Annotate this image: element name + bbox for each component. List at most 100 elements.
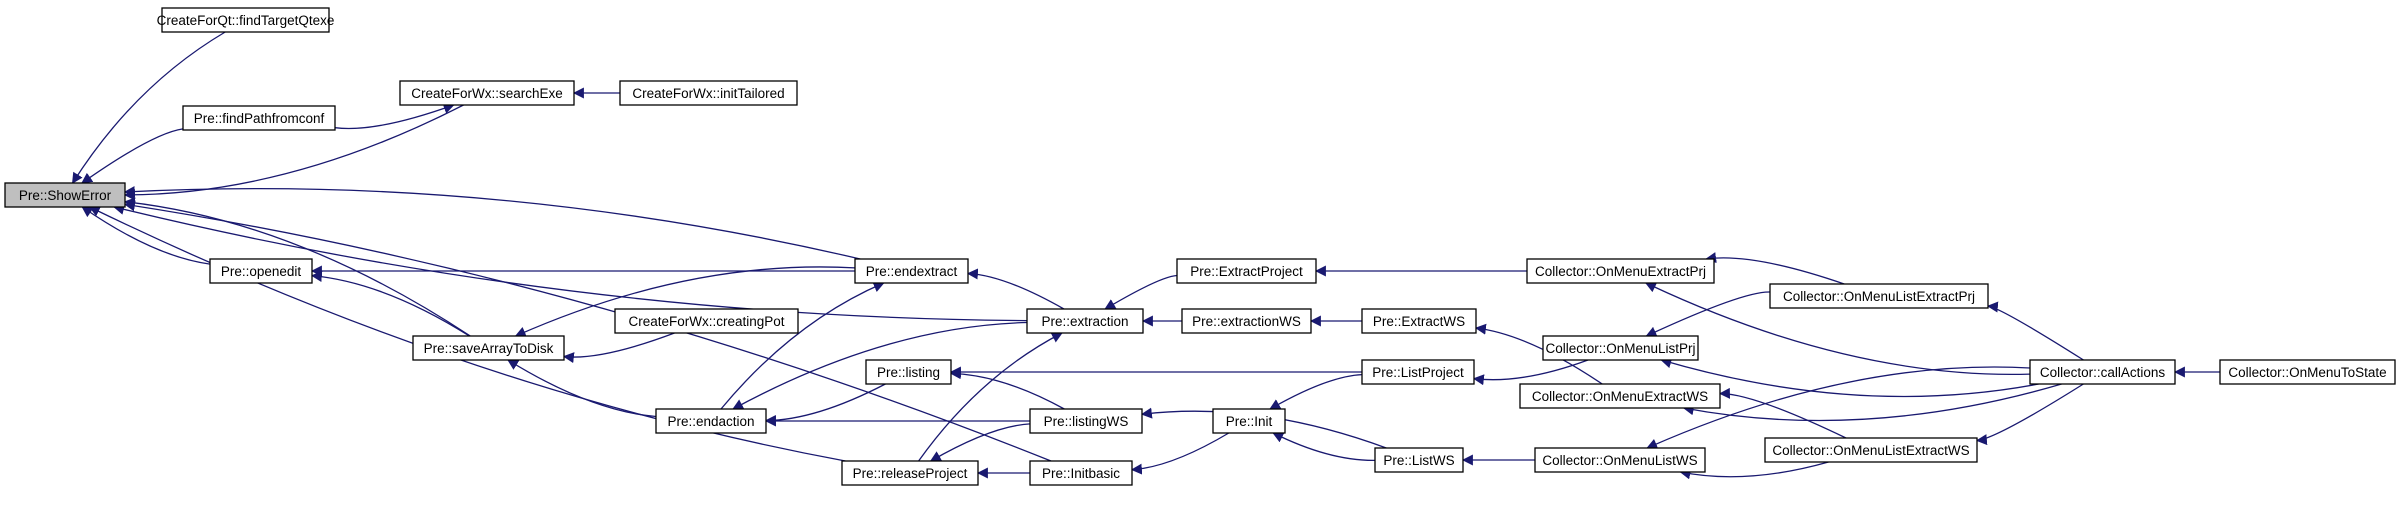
node-box-findpathfromconf[interactable]	[182, 105, 336, 131]
node-savearraytodisk[interactable]: Pre::saveArrayToDisk	[412, 335, 565, 361]
node-releaseproject[interactable]: Pre::releaseProject	[841, 460, 979, 486]
edge-extraction-to-endextract	[966, 268, 1065, 310]
edge-releaseproject-to-extraction	[918, 332, 1063, 462]
node-onmenuextractprj[interactable]: Collector::OnMenuExtractPrj	[1526, 258, 1715, 284]
edge-initbasic-to-showerror	[123, 200, 1052, 462]
node-searchexe[interactable]: CreateForWx::searchExe	[399, 80, 575, 106]
node-box-onmenuextractws[interactable]	[1519, 383, 1721, 409]
node-findtargetqtexe[interactable]: CreateForQt::findTargetQtexe	[157, 7, 335, 33]
node-listingws[interactable]: Pre::listingWS	[1029, 408, 1143, 434]
node-label-initbasic: Pre::Initbasic	[1042, 466, 1120, 481]
node-box-onmenulistprj[interactable]	[1542, 335, 1699, 361]
node-inittailored[interactable]: CreateForWx::initTailored	[619, 80, 798, 106]
node-box-extraction[interactable]	[1026, 308, 1144, 334]
node-label-onmenulistws: Collector::OnMenuListWS	[1542, 453, 1697, 468]
edge-creatingpot-to-savearraytodisk	[562, 332, 675, 364]
node-label-onmenulistextractws: Collector::OnMenuListExtractWS	[1772, 443, 1969, 458]
node-extractws[interactable]: Pre::ExtractWS	[1361, 308, 1477, 334]
node-label-extraction: Pre::extraction	[1041, 314, 1128, 329]
node-label-onmenulistprj: Collector::OnMenuListPrj	[1545, 341, 1695, 356]
node-box-initbasic[interactable]	[1029, 460, 1133, 486]
node-label-extractws: Pre::ExtractWS	[1373, 314, 1465, 329]
node-onmenulistws[interactable]: Collector::OnMenuListWS	[1534, 447, 1706, 473]
node-label-extractproject: Pre::ExtractProject	[1190, 264, 1303, 279]
node-onmenulistextractws[interactable]: Collector::OnMenuListExtractWS	[1764, 437, 1978, 463]
edge-extraction-to-showerror	[113, 203, 1028, 322]
node-box-extractionws[interactable]	[1181, 308, 1312, 334]
node-box-onmenutostate[interactable]	[2219, 359, 2396, 385]
node-box-onmenulistws[interactable]	[1534, 447, 1706, 473]
node-box-onmenuextractprj[interactable]	[1526, 258, 1715, 284]
node-endextract[interactable]: Pre::endextract	[854, 258, 969, 284]
edge-init-to-initbasic	[1130, 432, 1230, 475]
node-onmenuextractws[interactable]: Collector::OnMenuExtractWS	[1519, 383, 1721, 409]
edge-listingws-to-listing	[949, 368, 1065, 410]
node-label-savearraytodisk: Pre::saveArrayToDisk	[424, 341, 554, 356]
node-onmenulistextractprj[interactable]: Collector::OnMenuListExtractPrj	[1769, 283, 1989, 309]
node-box-extractproject[interactable]	[1176, 258, 1317, 284]
node-box-init[interactable]	[1212, 408, 1286, 434]
node-box-callactions[interactable]	[2029, 359, 2176, 385]
node-box-releaseproject[interactable]	[841, 460, 979, 486]
node-label-onmenulistextractprj: Collector::OnMenuListExtractPrj	[1783, 289, 1975, 304]
node-box-listing[interactable]	[865, 359, 952, 385]
node-listproject[interactable]: Pre::ListProject	[1361, 359, 1475, 385]
edge-onmenulistprj-to-listproject	[1472, 359, 1589, 386]
node-callactions[interactable]: Collector::callActions	[2029, 359, 2176, 385]
node-listing[interactable]: Pre::listing	[865, 359, 952, 385]
node-label-showerror: Pre::ShowError	[19, 188, 112, 203]
nodes-layer: Pre::ShowError CreateForQt::findTargetQte…	[4, 7, 2396, 486]
node-showerror[interactable]: Pre::ShowError	[4, 182, 126, 208]
node-box-findtargetqtexe[interactable]	[161, 7, 330, 33]
node-label-searchexe: CreateForWx::searchExe	[411, 86, 563, 101]
node-endaction[interactable]: Pre::endaction	[655, 408, 767, 434]
node-box-onmenulistextractprj[interactable]	[1769, 283, 1989, 309]
node-onmenulistprj[interactable]: Collector::OnMenuListPrj	[1542, 335, 1699, 361]
edge-searchexe-to-showerror	[123, 104, 464, 201]
edge-listproject-to-init	[1269, 373, 1363, 410]
node-init[interactable]: Pre::Init	[1212, 408, 1286, 434]
node-label-openedit: Pre::openedit	[221, 264, 302, 279]
node-label-onmenutostate: Collector::OnMenuToState	[2228, 365, 2386, 380]
edges-layer	[72, 31, 2220, 480]
edge-extraction-to-endaction	[732, 321, 1028, 410]
edge-listingws-to-releaseproject	[929, 423, 1031, 462]
node-label-listws: Pre::ListWS	[1383, 453, 1454, 468]
node-extractionws[interactable]: Pre::extractionWS	[1181, 308, 1312, 334]
edge-onmenuextractws-to-extractws	[1474, 323, 1603, 385]
node-box-openedit[interactable]	[209, 258, 313, 284]
edge-endextract-to-savearraytodisk	[514, 266, 856, 338]
node-box-searchexe[interactable]	[399, 80, 575, 106]
node-label-releaseproject: Pre::releaseProject	[853, 466, 968, 481]
node-extractproject[interactable]: Pre::ExtractProject	[1176, 258, 1317, 284]
node-label-inittailored: CreateForWx::initTailored	[632, 86, 784, 101]
edge-onmenulistextractws-to-onmenuextractws	[1718, 387, 1847, 439]
node-box-savearraytodisk[interactable]	[412, 335, 565, 361]
node-box-listws[interactable]	[1374, 447, 1464, 473]
node-box-creatingpot[interactable]	[614, 308, 799, 334]
edge-listing-to-endaction	[764, 383, 886, 427]
node-box-extractws[interactable]	[1361, 308, 1477, 334]
node-extraction[interactable]: Pre::extraction	[1026, 308, 1144, 334]
node-onmenutostate[interactable]: Collector::OnMenuToState	[2219, 359, 2396, 385]
node-label-onmenuextractws: Collector::OnMenuExtractWS	[1532, 389, 1708, 404]
edge-onmenulistextractprj-to-onmenuextractprj	[1705, 252, 1845, 285]
node-box-showerror[interactable]	[4, 182, 126, 208]
node-initbasic[interactable]: Pre::Initbasic	[1029, 460, 1133, 486]
node-findpathfromconf[interactable]: Pre::findPathfromconf	[182, 105, 336, 131]
node-label-init: Pre::Init	[1226, 414, 1273, 429]
node-label-callactions: Collector::callActions	[2040, 365, 2166, 380]
node-box-endaction[interactable]	[655, 408, 767, 434]
edge-callactions-to-onmenulistws	[1646, 366, 2031, 450]
node-box-onmenulistextractws[interactable]	[1764, 437, 1978, 463]
node-box-listingws[interactable]	[1029, 408, 1143, 434]
node-listws[interactable]: Pre::ListWS	[1374, 447, 1464, 473]
node-openedit[interactable]: Pre::openedit	[209, 258, 313, 284]
node-label-creatingpot: CreateForWx::creatingPot	[628, 314, 784, 329]
node-creatingpot[interactable]: CreateForWx::creatingPot	[614, 308, 799, 334]
edge-endaction-to-savearraytodisk	[507, 359, 657, 418]
edge-listws-to-init	[1272, 432, 1376, 462]
node-box-endextract[interactable]	[854, 258, 969, 284]
node-box-inittailored[interactable]	[619, 80, 798, 106]
node-box-listproject[interactable]	[1361, 359, 1475, 385]
